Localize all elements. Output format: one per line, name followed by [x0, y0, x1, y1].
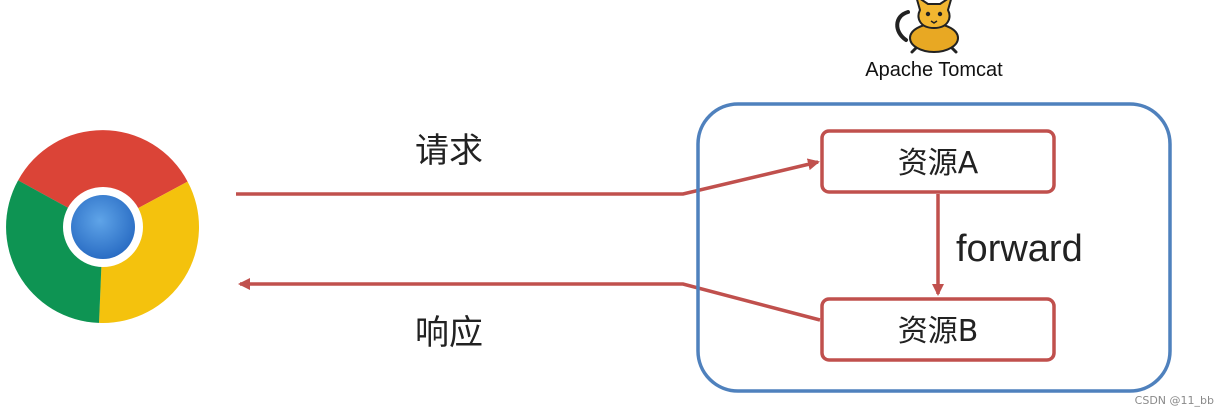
request-arrow — [236, 158, 820, 196]
resource-b-box — [820, 297, 1056, 362]
tomcat-label: Apache Tomcat — [865, 59, 1003, 81]
resource-a-label: 资源A — [898, 146, 979, 181]
response-arrow — [238, 278, 821, 322]
tomcat-container — [696, 102, 1172, 393]
response-label: 响应 — [415, 313, 483, 353]
watermark: CSDN @11_bb — [1135, 394, 1214, 407]
request-label: 请求 — [415, 131, 483, 171]
resource-b-label: 资源B — [898, 314, 979, 349]
tomcat-logo-icon — [895, 0, 959, 54]
resource-a-box — [820, 129, 1056, 194]
chrome-icon — [6, 130, 200, 323]
forward-label: forward — [956, 228, 1083, 270]
